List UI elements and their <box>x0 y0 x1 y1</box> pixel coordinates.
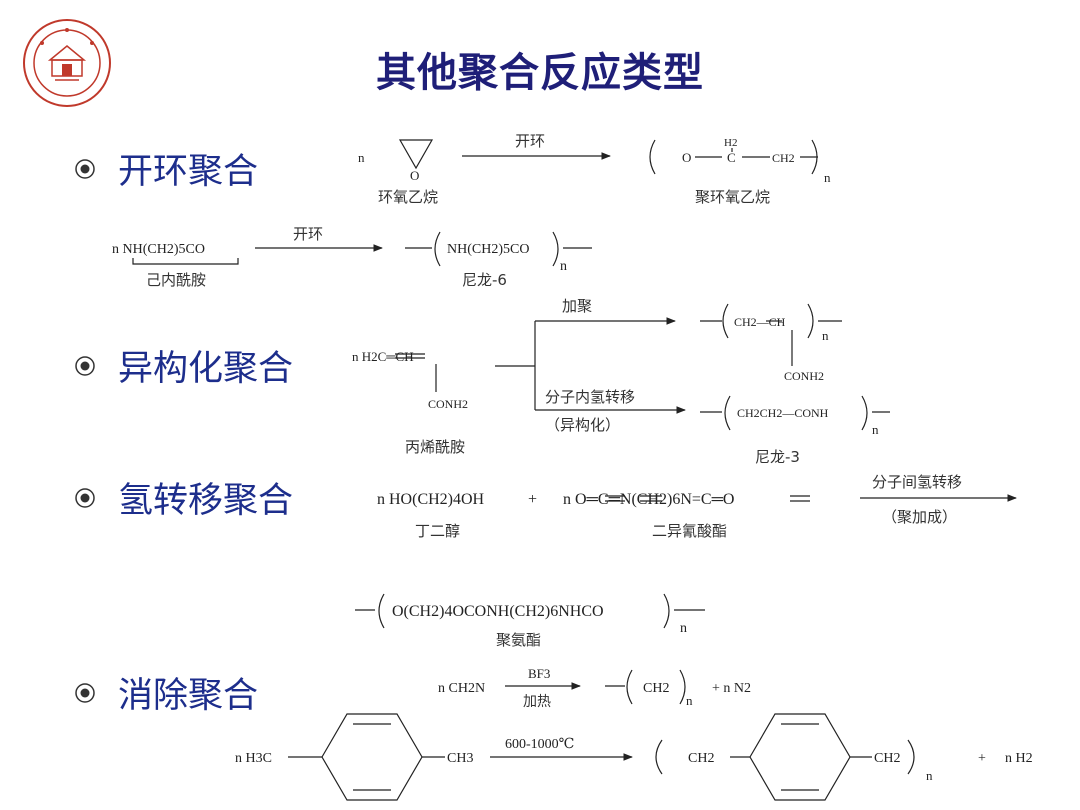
product: CH2 <box>643 681 669 696</box>
product-left: CH2 <box>688 751 714 766</box>
subscript: n <box>824 170 831 185</box>
subscript: n <box>686 693 693 708</box>
bullet-isomerization: 异构化聚合 <box>74 340 293 391</box>
upper-label: 加聚 <box>562 297 592 315</box>
bracket <box>679 669 686 705</box>
lower-label-2: （异构化） <box>545 416 620 434</box>
arrow-label: 开环 <box>293 225 323 243</box>
subscript: n <box>680 621 687 636</box>
bracket <box>861 395 868 431</box>
substituent: CONH2 <box>428 397 468 411</box>
ring-bracket <box>132 258 239 265</box>
arrow-label-2: （聚加成） <box>882 508 957 526</box>
arrow-label: 600-1000℃ <box>505 737 574 752</box>
reactant-name: 丙烯酰胺 <box>405 438 465 456</box>
bullet-label: 异构化聚合 <box>118 349 294 389</box>
bullet-label: 氢转移聚合 <box>118 481 294 521</box>
bracket <box>434 231 441 267</box>
bracket <box>649 139 656 175</box>
upper-substituent: CONH2 <box>784 369 824 383</box>
ring-atom: O <box>410 168 419 183</box>
arrow-label: 开环 <box>515 132 545 150</box>
bracket <box>907 739 915 775</box>
reactant: n H2C═CH <box>352 349 414 364</box>
bracket <box>811 139 818 175</box>
page-title: 其他聚合反应类型 <box>376 50 704 96</box>
reactant-name: 己内酰胺 <box>146 271 206 289</box>
lower-name: 尼龙-3 <box>755 448 800 466</box>
bullet-label: 开环聚合 <box>118 152 259 192</box>
reactant-1-name: 丁二醇 <box>415 522 460 540</box>
bullet-ring-opening: 开环聚合 <box>74 143 258 194</box>
reactant-2: n O═C═N(CH2)6N=C═O <box>563 491 734 508</box>
bracket <box>378 593 385 629</box>
bracket <box>807 303 814 339</box>
subscript: n <box>822 328 829 343</box>
product-name: 聚环氧乙烷 <box>695 188 770 206</box>
subscript: n <box>560 259 567 274</box>
subscript: n <box>872 422 879 437</box>
plus: + <box>528 491 537 508</box>
reactant-2-name: 二异氰酸酯 <box>652 522 727 540</box>
bracket <box>724 395 731 431</box>
epoxide-ring <box>398 139 434 170</box>
product-name: 尼龙-6 <box>462 271 507 289</box>
reactant-1: n HO(CH2)4OH <box>377 491 485 508</box>
lower-product: CH2CH2—CONH <box>737 406 829 420</box>
arrow-label-top: BF3 <box>528 666 550 681</box>
upper-product: CH2—CH <box>734 315 786 329</box>
bullet-icon <box>75 487 95 508</box>
bracket <box>552 231 559 267</box>
bracket <box>663 593 670 629</box>
bracket <box>655 739 663 775</box>
subscript: n <box>926 768 933 783</box>
product-right: CH2 <box>874 751 900 766</box>
bullet-label: 消除聚合 <box>118 676 259 716</box>
lower-label: 分子内氢转移 <box>545 388 635 406</box>
product-atom: C <box>727 150 736 165</box>
byproduct: n H2 <box>1005 751 1033 766</box>
reactant-name: 环氧乙烷 <box>378 188 438 206</box>
university-logo <box>23 19 111 107</box>
product: NH(CH2)5CO <box>447 242 529 257</box>
reactant-left: n H3C <box>235 751 272 766</box>
reactant: n NH(CH2)5CO <box>112 242 205 257</box>
arrow-label-bottom: 加热 <box>523 694 551 710</box>
bullet-icon <box>75 355 95 376</box>
arrow-label: 分子间氢转移 <box>872 473 962 491</box>
bullet-icon <box>75 158 95 179</box>
bullet-hydrogen-transfer: 氢转移聚合 <box>74 472 293 523</box>
product-atom: H2 <box>724 137 737 149</box>
reactant: n CH2N <box>438 681 485 696</box>
reactant-right: CH3 <box>447 751 473 766</box>
byproduct-plus: + <box>978 751 986 766</box>
bracket <box>626 669 633 705</box>
product-name: 聚氨酯 <box>496 631 541 649</box>
product-atom: O <box>682 150 691 165</box>
bullet-icon <box>75 682 95 703</box>
benzene-ring <box>749 713 851 801</box>
bullet-elimination: 消除聚合 <box>74 667 258 718</box>
byproduct: + n N2 <box>712 681 751 696</box>
benzene-ring <box>321 713 423 801</box>
product: O(CH2)4OCONH(CH2)6NHCO <box>392 603 604 620</box>
product-atom: CH2 <box>772 151 795 165</box>
bracket <box>722 303 729 339</box>
coef: n <box>358 150 365 165</box>
